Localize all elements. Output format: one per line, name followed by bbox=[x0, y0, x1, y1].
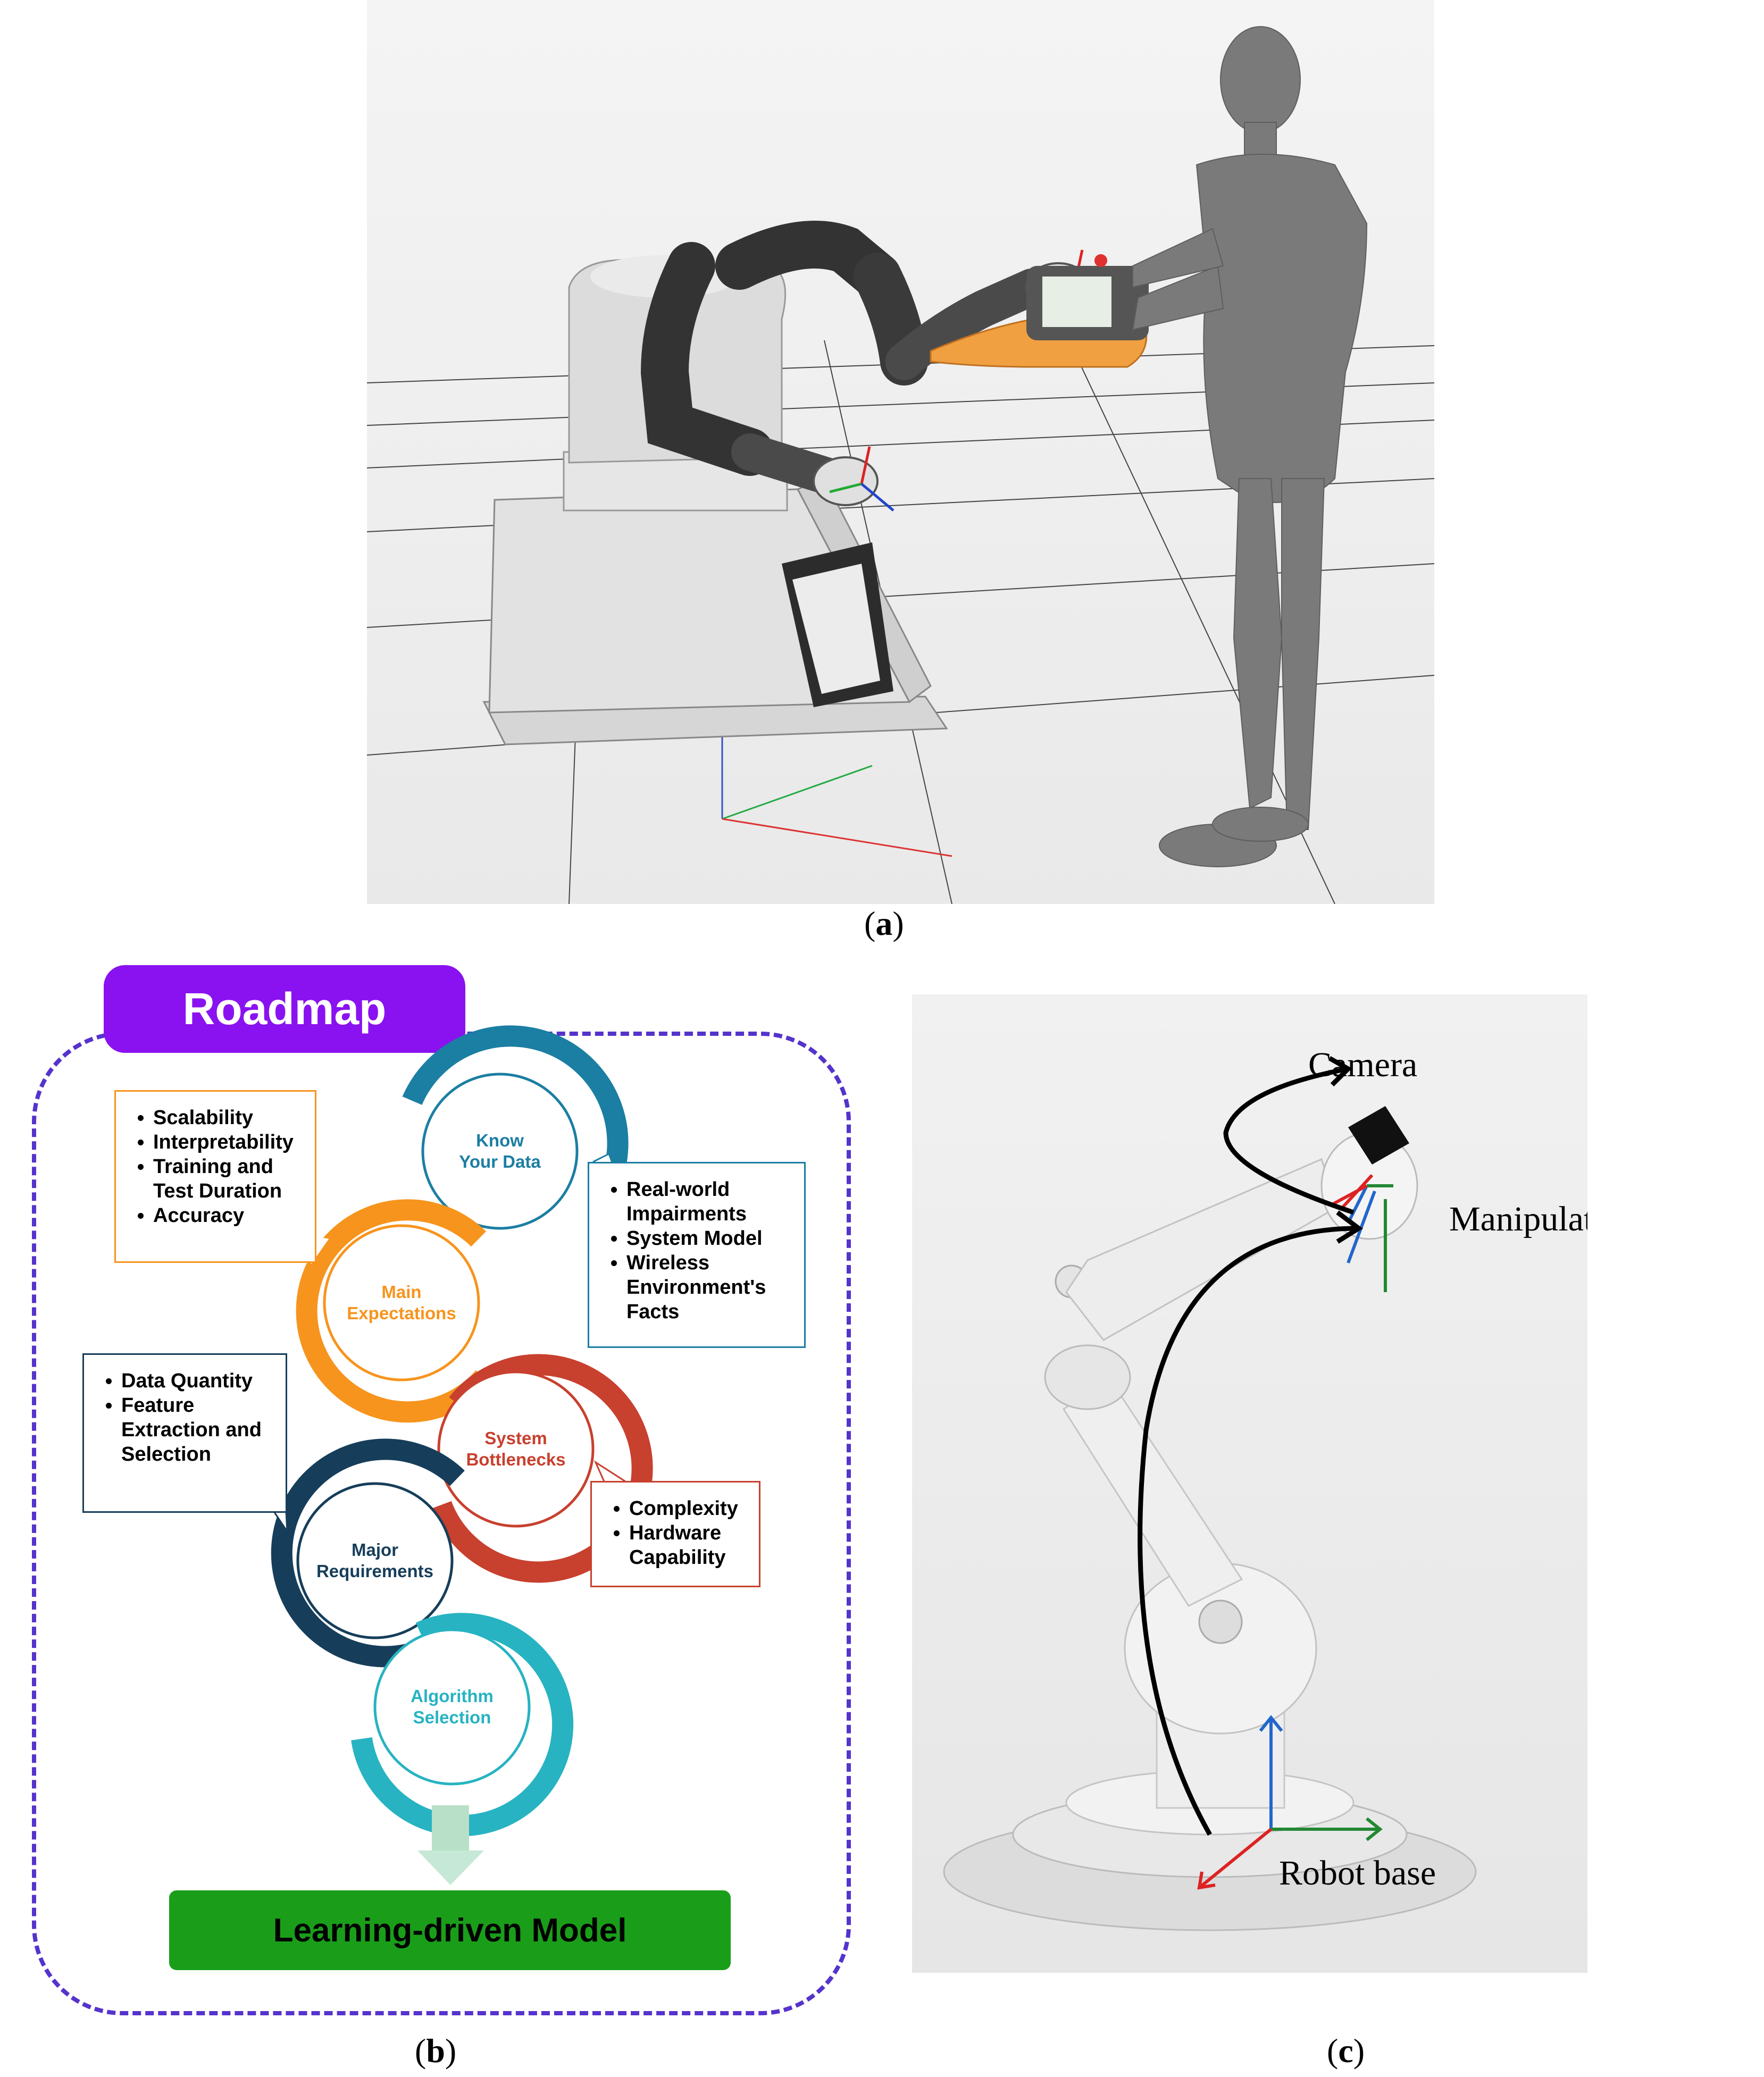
ring-know-your-data bbox=[402, 1025, 629, 1230]
caption-c: (c) bbox=[1327, 2032, 1365, 2070]
caption-b: (b) bbox=[415, 2032, 457, 2070]
caption-a: (a) bbox=[864, 904, 904, 942]
callout-bottlenecks: Complexity Hardware Capability bbox=[590, 1481, 760, 1587]
label-manipulator-end: Manipulator end bbox=[1449, 1200, 1587, 1238]
teach-pendant bbox=[1026, 254, 1149, 340]
down-arrow-icon bbox=[417, 1805, 484, 1885]
ring-major-requirements bbox=[271, 1438, 465, 1668]
roadmap-title: Roadmap bbox=[104, 965, 465, 1053]
label-camera: Camera bbox=[1308, 1045, 1418, 1084]
label-robot-base: Robot base bbox=[1279, 1854, 1436, 1892]
callout-data: Real-world Impairments System Model Wire… bbox=[588, 1162, 806, 1348]
robot-human-scene-illustration bbox=[367, 26, 1434, 904]
ring-main-expectations bbox=[296, 1199, 492, 1423]
panel-a-scene bbox=[367, 0, 1434, 904]
robot-pedestal bbox=[482, 451, 948, 746]
human-figure bbox=[1132, 26, 1368, 867]
learning-driven-model-box: Learning-driven Model bbox=[169, 1890, 731, 1970]
panel-c-robot-frames: Camera Manipulator end Robot base bbox=[912, 994, 1587, 1973]
industrial-robot-illustration bbox=[943, 1056, 1477, 1931]
callout-requirements: Data Quantity Feature Extraction and Sel… bbox=[82, 1353, 287, 1513]
roadmap-rings bbox=[254, 1025, 653, 1885]
callout-expectations: Scalability Interpretability Training an… bbox=[114, 1090, 316, 1263]
ring-algorithm-selection bbox=[351, 1613, 574, 1837]
